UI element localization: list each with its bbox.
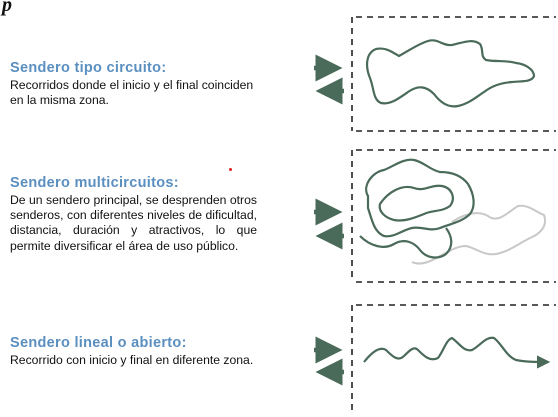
circuit-trail-title: Sendero tipo circuito: [10, 60, 167, 76]
multicircuit-trail-section: Sendero multicircuitos: De un sendero pr… [10, 175, 257, 254]
red-dot-mark [229, 168, 232, 171]
multicircuit-faded-branch [411, 204, 546, 265]
multicircuit-trail-title: Sendero multicircuitos: [10, 175, 179, 191]
linear-frame [351, 304, 556, 414]
multicircuit-inner-loop [378, 184, 454, 222]
circuit-frame [351, 16, 556, 132]
circuit-trail-section: Sendero tipo circuito: Recorridos donde … [10, 60, 260, 108]
linear-trail-description: Recorrido con inicio y final en diferent… [10, 353, 254, 367]
linear-trail-title: Sendero lineal o abierto: [10, 335, 187, 351]
circuit-trail-path [365, 39, 536, 108]
circuit-trail-description: Recorridos donde el inicio y el final co… [10, 78, 254, 108]
multicircuit-lower-branch [359, 227, 453, 259]
corner-letter: p [2, 0, 12, 16]
multicircuit-main-loop [365, 158, 475, 238]
multicircuit-trail-description: De un sendero principal, se desprenden o… [10, 193, 257, 253]
linear-trail-section: Sendero lineal o abierto: Recorrido con … [10, 335, 257, 368]
linear-trail-path [363, 336, 551, 369]
multicircuit-frame [351, 149, 556, 283]
